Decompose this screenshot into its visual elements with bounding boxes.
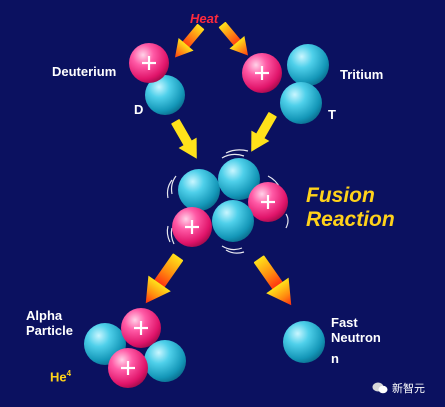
heat-arrow-right: [214, 18, 256, 62]
helium-symbol-text: He: [50, 369, 67, 385]
helium-mass-number: 4: [66, 369, 72, 378]
alpha-particle: [84, 308, 186, 388]
alpha-particle-label: Alpha Particle: [26, 308, 73, 338]
neutron-label-line2: Neutron: [331, 330, 381, 345]
fusion-reaction-title: Fusion Reaction: [306, 184, 395, 232]
arrow-tritium-to-fusion: [242, 109, 282, 157]
fusion-neutron: [212, 200, 254, 242]
tritium-label: Tritium: [340, 67, 384, 82]
fusion-neutron: [178, 169, 220, 211]
tritium-symbol: T: [328, 107, 336, 122]
arrow-to-alpha: [134, 248, 190, 312]
neutron-symbol: n: [331, 351, 339, 366]
plus-icon: [134, 321, 148, 335]
arrow-deuterium-to-fusion: [166, 116, 206, 164]
fast-neutron: [283, 321, 325, 363]
chat-bubble-icon: [372, 382, 388, 394]
watermark: 新智元: [372, 380, 425, 396]
alpha-label-line1: Alpha: [26, 308, 63, 323]
vibration-lines: [166, 149, 289, 254]
plus-icon: [121, 361, 135, 375]
plus-icon: [142, 56, 156, 70]
plus-icon: [185, 220, 199, 234]
fast-neutron-label: Fast Neutron: [331, 315, 381, 345]
neutron-label-line1: Fast: [331, 315, 358, 330]
deuterium-nucleus: [129, 43, 185, 115]
deuterium-neutron: [145, 75, 185, 115]
helium-symbol: He4: [50, 366, 71, 384]
fusion-cluster: [166, 149, 289, 254]
arrow-to-neutron: [247, 250, 303, 314]
fusion-neutron: [218, 158, 260, 200]
fusion-title-line1: Fusion: [306, 184, 375, 207]
heat-label: Heat: [190, 11, 219, 26]
plus-icon: [255, 66, 269, 80]
deuterium-label: Deuterium: [52, 64, 117, 79]
plus-icon: [261, 195, 275, 209]
watermark-text: 新智元: [392, 382, 425, 395]
tritium-neutron: [287, 44, 329, 86]
heat-arrow-left: [167, 20, 209, 64]
alpha-neutron: [144, 340, 186, 382]
deuterium-symbol: D: [134, 102, 144, 117]
alpha-label-line2: Particle: [26, 323, 73, 338]
tritium-neutron: [280, 82, 322, 124]
fusion-title-line2: Reaction: [306, 208, 395, 231]
tritium-nucleus: [242, 44, 329, 124]
